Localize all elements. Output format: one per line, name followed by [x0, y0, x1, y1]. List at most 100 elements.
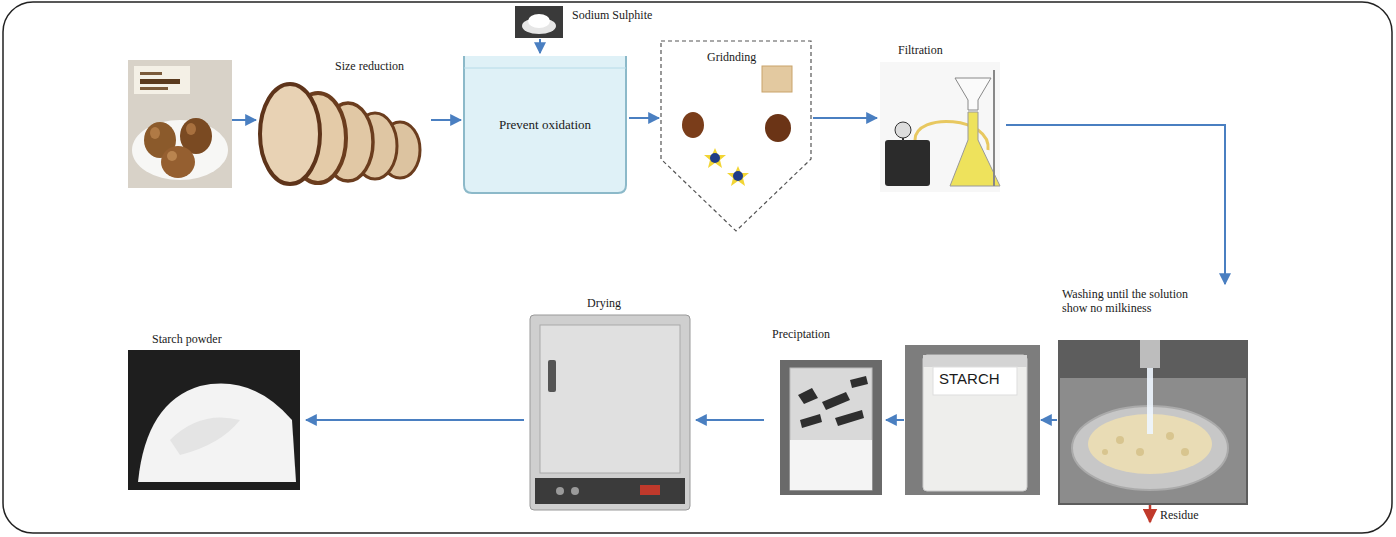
beaker-outline: [464, 56, 626, 193]
seed-photo-part: [150, 127, 160, 139]
precipitation-photo-part: [822, 392, 850, 410]
filtration-photo-part: [885, 140, 930, 186]
slice-photo: [258, 55, 430, 190]
liquid-surface: [464, 68, 626, 69]
pentagon-outline: [660, 40, 812, 232]
process-step: Drying: [525, 295, 695, 512]
drying-oven: [530, 315, 690, 510]
seed-photo-part: [134, 66, 190, 94]
precipitation-photo-part: [790, 440, 872, 490]
caption-text: Gridnding: [705, 50, 758, 64]
grinding-items-part: [710, 153, 720, 163]
starch-beaker-photo-part: [905, 345, 1040, 495]
filtration-photo-part: [895, 122, 911, 138]
outer-frame: [3, 2, 1392, 533]
drying-oven-part: [548, 360, 556, 392]
drying-oven-part: [556, 487, 564, 495]
residue-label: Residue: [1158, 508, 1201, 523]
precipitation-photo-part: [780, 360, 882, 495]
washing-photo: [1058, 340, 1248, 505]
starch-beaker-photo-part: [933, 367, 1017, 395]
seed-photo-part: [161, 146, 195, 178]
caption-text: Starch powder: [150, 332, 224, 346]
washing-photo-part: [1102, 449, 1108, 455]
seed-photo-part: [186, 123, 196, 135]
drying-oven-part: [530, 315, 690, 510]
filtration-photo-part: [880, 62, 1000, 192]
residue-arrow: [1149, 505, 1152, 522]
pentagon-outline: [661, 41, 811, 231]
precipitation-photo-part: [790, 368, 872, 490]
starch-powder-photo-part: [138, 384, 296, 482]
grinding-items-part: [727, 166, 749, 186]
flow-arrow: [886, 419, 904, 421]
caption-text: Sodium Sulphite: [570, 8, 654, 22]
drying-oven-part: [540, 325, 680, 473]
beaker-photo: STARCH: [905, 345, 1040, 495]
caption-text: Washing until the solution show no milki…: [1060, 287, 1214, 316]
slice-photo-part: [258, 55, 430, 190]
process-step: Filtration: [878, 40, 1005, 195]
starch-beaker-photo-part: [923, 355, 1027, 491]
caption-text: STARCH: [937, 370, 1002, 388]
slice-photo-part: [260, 84, 320, 184]
reagent-item: Sodium Sulphite: [515, 6, 660, 38]
washing-photo-part: [1058, 340, 1248, 505]
caption-text: Preciptation: [770, 327, 832, 341]
filtration-photo-part: [902, 138, 904, 141]
washing-photo-part: [1116, 436, 1124, 444]
seed-photo-part: [140, 87, 168, 90]
precipitation-photo-part: [835, 410, 864, 426]
starch-beaker-photo-part: [923, 355, 1027, 367]
grinding-items-part: [682, 112, 704, 138]
caption-text: Prevent oxidation: [499, 117, 591, 133]
filtration-photo-part: [993, 70, 995, 186]
precipitation-photo-part: [850, 376, 868, 388]
drying-oven-part: [640, 485, 660, 495]
seed-photo: [128, 60, 232, 188]
precipitation-photo-part: [800, 414, 822, 428]
starch-powder-photo-part: [128, 350, 300, 490]
beaker-vessel: Prevent oxidation: [462, 54, 628, 195]
flow-arrow: [1041, 419, 1057, 421]
flow-arrow: [306, 419, 524, 421]
process-step: Starch powder: [125, 332, 305, 492]
process-step: Preciptation: [765, 325, 885, 497]
seed-photo-part: [140, 72, 162, 75]
washing-photo-part: [1140, 340, 1160, 368]
starch-beaker-photo: [905, 345, 1040, 495]
flow-arrow: [813, 117, 877, 119]
drying-oven-part: [571, 487, 579, 495]
sodium-sulphite-photo-part: [528, 14, 550, 28]
filtration-photo-part: [955, 78, 991, 110]
process-step: Washing until the solution show no milki…: [1058, 285, 1250, 505]
grinding-items-part: [704, 148, 726, 168]
precipitation-photo: [780, 360, 882, 495]
washing-photo-part: [1181, 448, 1189, 456]
sodium-sulphite-photo-part: [515, 6, 563, 38]
starch-powder-photo-part: [170, 418, 240, 456]
flow-arrow: [431, 119, 461, 121]
flow-arrow: [539, 39, 541, 53]
washing-photo-part: [1166, 432, 1174, 440]
flow-arrow: [629, 117, 659, 119]
washing-photo-part: [1147, 368, 1153, 434]
grinding-items-part: [762, 66, 792, 92]
flow-arrow: [696, 419, 764, 421]
caption-text: Drying: [585, 296, 623, 310]
grinding-items-part: [765, 114, 791, 142]
seed-photo-part: [132, 120, 228, 180]
seed-photo-part: [140, 79, 180, 84]
drying-oven-part: [535, 478, 685, 504]
seed-photo-part: [167, 151, 177, 161]
washing-photo-part: [1136, 448, 1144, 456]
precipitation-photo-part: [798, 388, 818, 404]
process-step: Size reduction: [258, 55, 430, 190]
filtration-photo: [880, 62, 1000, 192]
grinding-items: [682, 66, 792, 186]
seed-photo-part: [128, 60, 232, 188]
